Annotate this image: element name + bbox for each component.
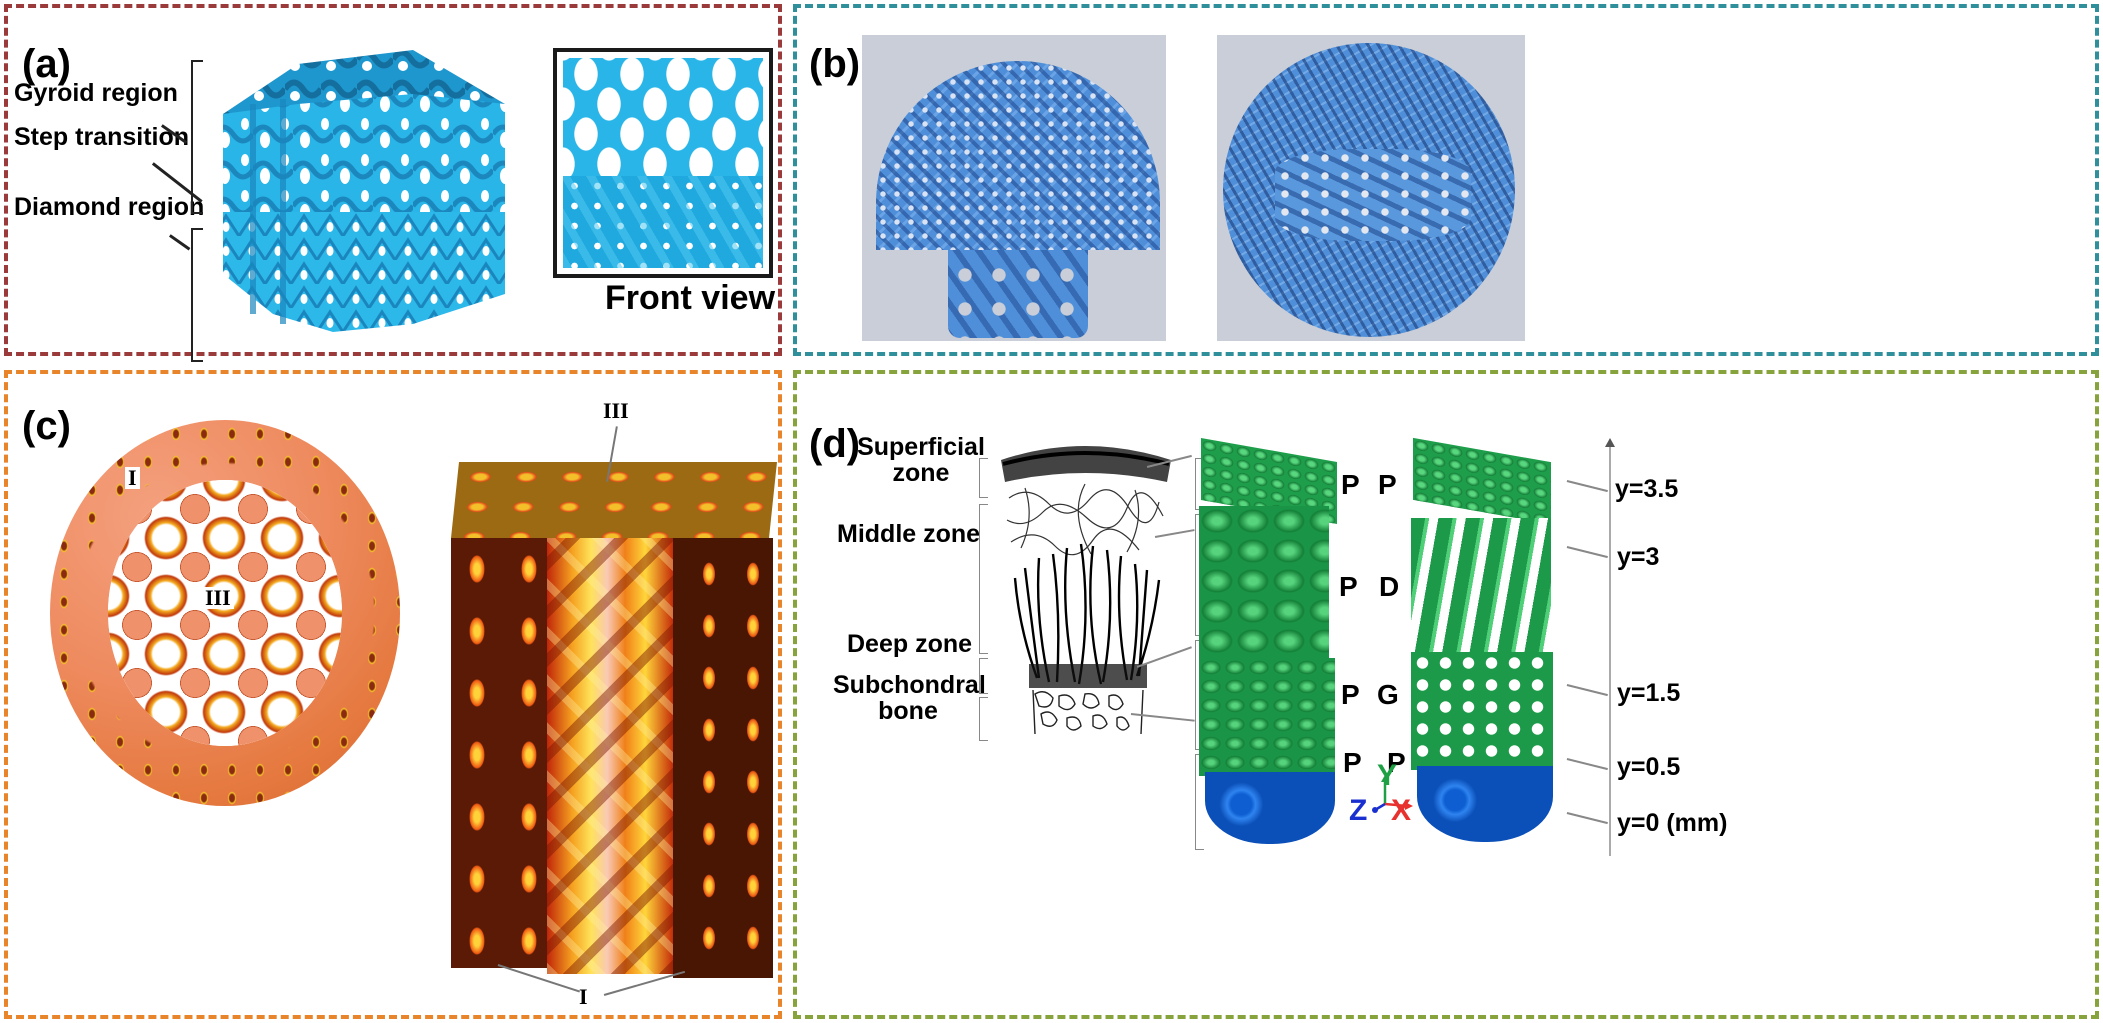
cube-right-face: [673, 538, 773, 978]
panel-b-mushroom-scaffold: (b): [793, 4, 2099, 356]
tower1-label-middle: P: [1339, 571, 1358, 602]
tick-lead-0.5: [1566, 758, 1608, 770]
ring-label-I: I: [125, 467, 140, 489]
cube-top-face: [451, 462, 777, 538]
tower2-bone-base: [1417, 766, 1553, 842]
disc-central-band: [1275, 149, 1471, 241]
tower1-bone-base: [1205, 772, 1335, 844]
tower2-label-lower: G: [1377, 679, 1399, 710]
deep-zone-label: Deep zone: [847, 630, 973, 658]
height-axis: [1609, 446, 1611, 856]
front-view-inset: [553, 48, 773, 278]
cube-central-lattice: [547, 538, 673, 974]
tower1-label-top: P: [1341, 469, 1360, 500]
ring-label-III: III: [202, 587, 234, 609]
tower-graded-tpms: [1409, 437, 1569, 866]
tick-lead-1.5: [1566, 684, 1608, 696]
tower-uniform-primitive: [1199, 438, 1339, 866]
tower1-lower-lattice: [1199, 658, 1335, 776]
tick-lead-0: [1566, 812, 1608, 824]
gyroid-bracket: [191, 60, 203, 214]
ring-scaffold-render: [50, 420, 400, 806]
tower2-diamond-rods: [1411, 518, 1551, 658]
ring-inner-lattice: [108, 480, 342, 746]
panel-label-b: (b): [809, 42, 861, 86]
side-view-render: [862, 35, 1166, 341]
superficial-zone-label: Superficial zone: [851, 434, 991, 487]
middle-zone-label: Middle zone: [837, 520, 981, 548]
gyroid-region-label: Gyroid region: [14, 79, 178, 107]
mushroom-cap-lattice: [876, 61, 1160, 250]
subchondral-line2: bone: [878, 697, 938, 726]
disc-lattice: [1223, 43, 1515, 337]
mushroom-stem-lattice: [948, 250, 1088, 338]
diamond-region-label: Diamond region: [14, 193, 205, 221]
tower2-gyroid-lattice: [1411, 652, 1553, 770]
tower2-label-top: P: [1378, 469, 1397, 500]
front-view-caption: Front view: [605, 279, 776, 317]
panel-label-a: (a): [22, 42, 71, 86]
y-tick-3: y=3: [1617, 543, 1660, 571]
superficial-zone-line2: zone: [892, 459, 950, 488]
panel-d-cartilage-gradient-scaffold: (d) Superficial zone Middle zone Deep zo…: [793, 370, 2099, 1019]
y-tick-1.5: y=1.5: [1617, 679, 1681, 707]
diamond-leader-line: [169, 234, 191, 251]
y-tick-0.5: y=0.5: [1617, 753, 1681, 781]
superficial-bracket: [979, 458, 988, 498]
axis-y-label: Y: [1377, 759, 1398, 792]
tick-lead-3.5: [1566, 480, 1608, 492]
middle-bracket: [979, 504, 988, 654]
tower2-label-base: P: [1387, 747, 1406, 778]
tick-lead-3: [1566, 546, 1608, 558]
panel-label-d: (d): [809, 422, 861, 466]
front-view-gyroid-section: [563, 58, 763, 176]
tower1-label-base: P: [1343, 747, 1362, 778]
panel-a-gyroid-diamond-scaffold: (a) Gyroid region Step transition Diamon…: [4, 4, 782, 362]
y-tick-3.5: y=3.5: [1615, 475, 1679, 503]
y-tick-0: y=0 (mm): [1617, 809, 1728, 837]
cube-left-face: [451, 538, 547, 968]
subchondral-line1: Subchondral: [833, 671, 986, 699]
panel-label-c: (c): [22, 404, 71, 448]
panel-c-ring-and-cube-scaffold: (c) I III III I: [4, 370, 782, 1019]
tower2-label-middle: D: [1379, 571, 1400, 602]
tower2-top-primitive: [1413, 437, 1551, 525]
tower1-label-lower: P: [1341, 679, 1360, 710]
gyroid-diamond-cube-render: [223, 50, 505, 332]
height-axis-arrow-icon: [1605, 438, 1615, 447]
axis-triad-icon: [1372, 775, 1413, 813]
diamond-bracket: [191, 228, 203, 362]
subchondral-bracket: [979, 697, 988, 741]
front-view-diamond-section: [563, 176, 763, 268]
cube-scaffold-render: [443, 442, 777, 982]
superficial-zone-line1: Superficial: [857, 433, 985, 461]
tower1-middle-lattice: [1199, 506, 1329, 662]
deep-bracket: [979, 658, 988, 694]
subchondral-bone-label: Subchondral bone: [833, 671, 986, 726]
cartilage-histology-drawing: [1001, 446, 1171, 735]
axis-z-label: Z: [1349, 794, 1368, 827]
step-transition-label: Step transition: [14, 123, 190, 151]
cube-label-III: III: [600, 400, 632, 422]
top-view-render: [1217, 35, 1525, 341]
ring-lattice-pattern: [108, 480, 342, 746]
